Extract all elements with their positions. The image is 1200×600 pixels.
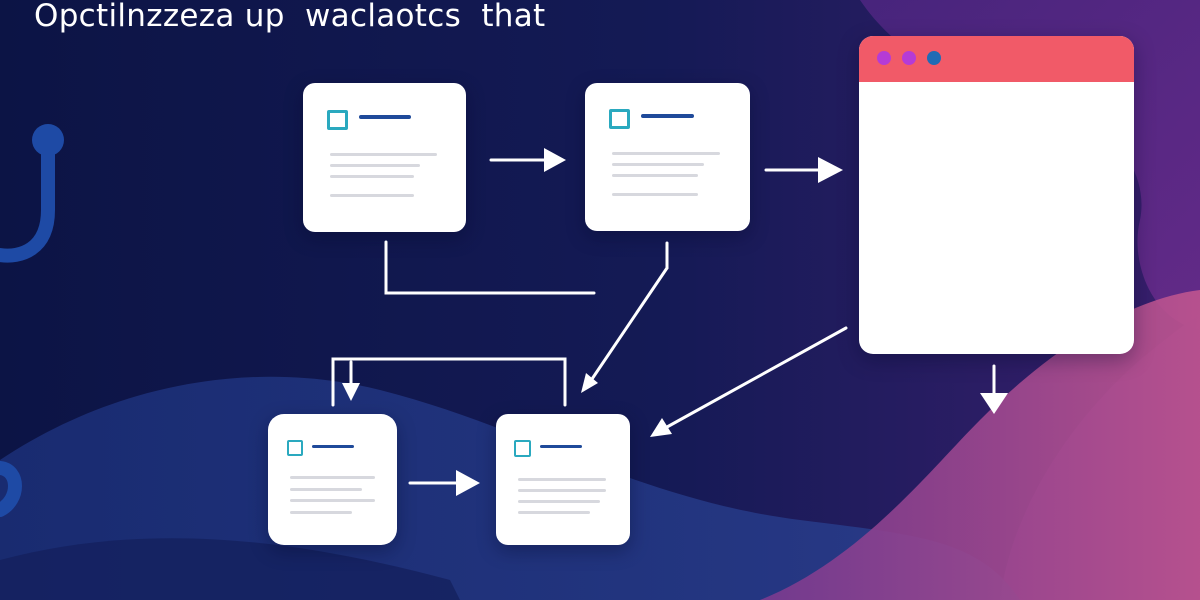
flow-card-3[interactable] xyxy=(268,414,397,545)
card-text-line xyxy=(612,193,698,196)
card-text-line xyxy=(612,163,704,166)
square-checkbox-icon xyxy=(514,440,531,457)
card-text-line xyxy=(290,476,375,479)
card-text-line xyxy=(290,499,375,502)
card-text-line xyxy=(330,164,420,167)
window-dot-icon[interactable] xyxy=(902,51,916,65)
window-dot-icon[interactable] xyxy=(927,51,941,65)
card-text-line xyxy=(518,489,606,492)
card-heading-bar xyxy=(641,114,694,118)
card-text-line xyxy=(518,511,590,514)
headline: Opctilnzzeza up waclaotcs that xyxy=(34,0,546,34)
window-dot-icon[interactable] xyxy=(877,51,891,65)
card-text-line xyxy=(518,478,606,481)
card-heading-bar xyxy=(540,445,582,448)
card-text-line xyxy=(290,511,352,514)
card-text-line xyxy=(518,500,600,503)
deep-wave xyxy=(0,538,460,600)
pink-wave xyxy=(760,290,1200,600)
flow-card-2[interactable] xyxy=(585,83,750,231)
card-text-line xyxy=(330,175,414,178)
card-heading-bar xyxy=(312,445,354,448)
left-hook-decoration xyxy=(0,133,55,263)
square-checkbox-icon xyxy=(327,110,348,130)
card-text-line xyxy=(290,488,362,491)
card-heading-bar xyxy=(359,115,411,119)
square-checkbox-icon xyxy=(609,109,630,129)
left-hook-decoration-2 xyxy=(0,461,22,517)
card-text-line xyxy=(330,153,437,156)
card-text-line xyxy=(330,194,414,197)
card-text-line xyxy=(612,152,720,155)
flow-card-1[interactable] xyxy=(303,83,466,232)
app-window-card[interactable] xyxy=(859,36,1134,354)
card-text-line xyxy=(612,174,698,177)
window-titlebar xyxy=(859,36,1134,82)
square-checkbox-icon xyxy=(287,440,303,456)
left-hook-knob xyxy=(32,124,64,156)
flow-card-4[interactable] xyxy=(496,414,630,545)
